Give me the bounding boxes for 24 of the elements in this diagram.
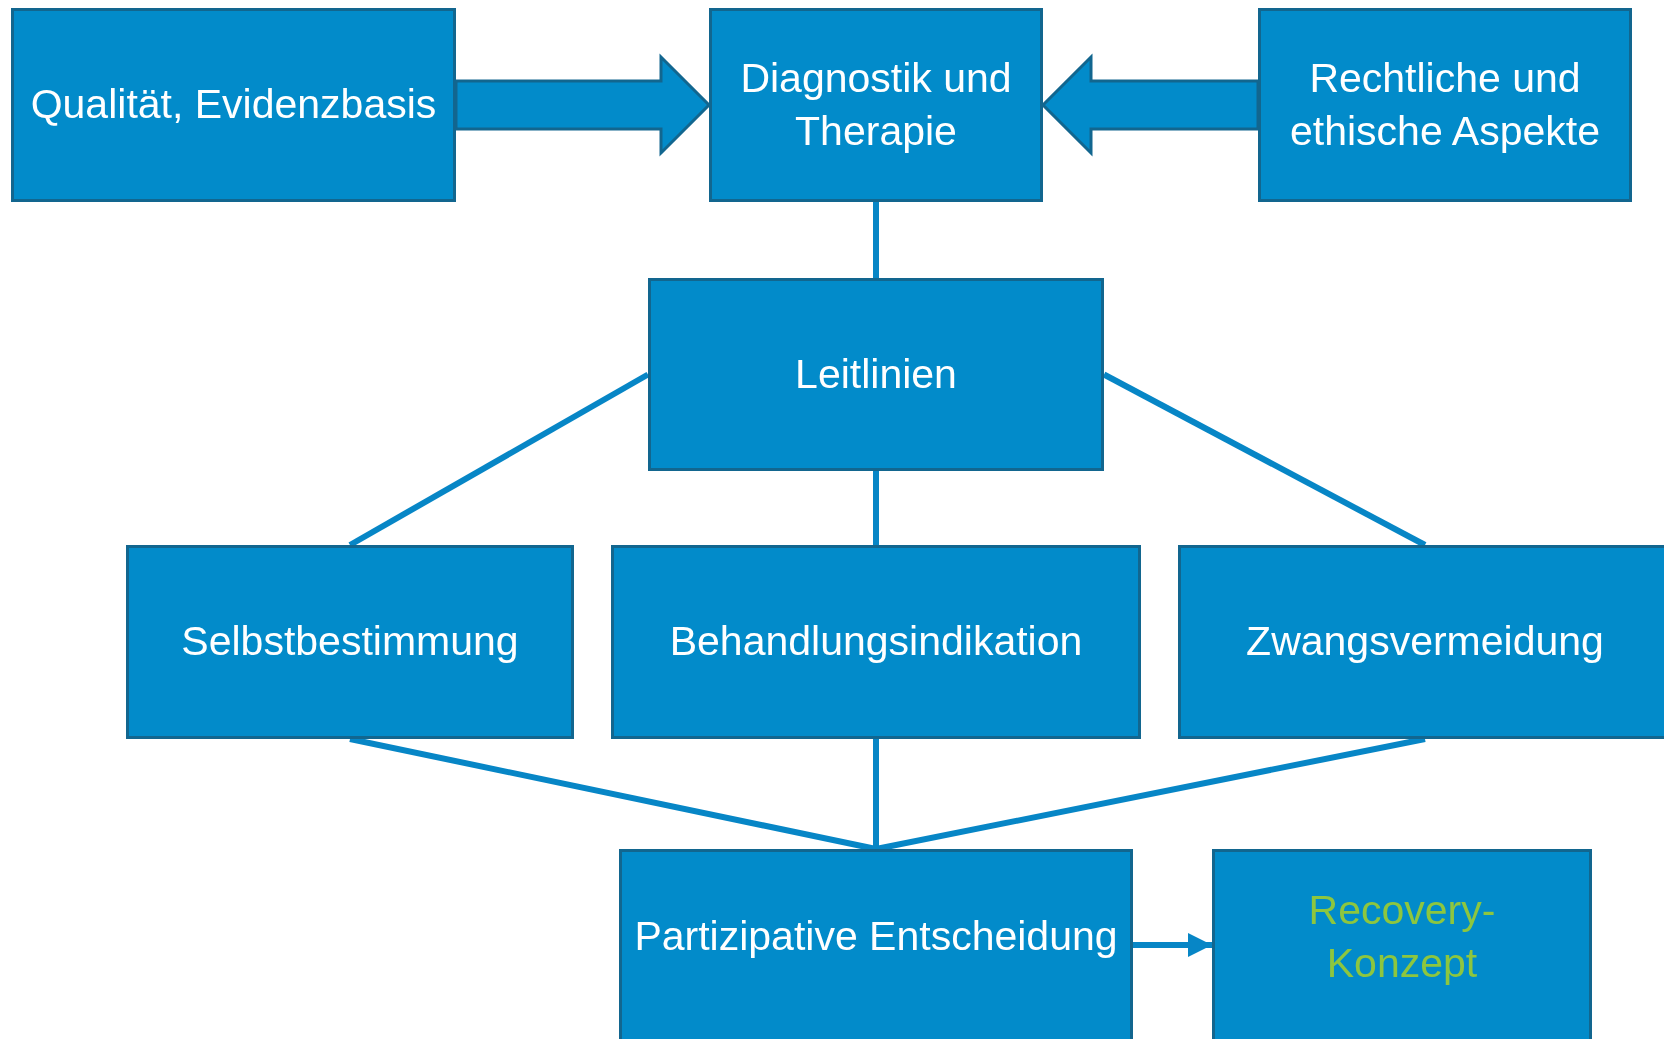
connector-line: [873, 471, 879, 545]
box-label: Zwangsvermeidung: [1246, 617, 1604, 667]
arrow: [1133, 933, 1212, 957]
box-label: Selbstbestimmung: [181, 617, 519, 667]
process-box: [1258, 8, 1632, 202]
connector-line: [873, 202, 879, 278]
box-label: Recovery-Konzept: [1307, 885, 1497, 988]
box-label: Qualität, Evidenzbasis: [30, 80, 437, 130]
block-arrow: [1040, 53, 1260, 157]
process-box: [1212, 849, 1592, 1039]
connector-line: [873, 739, 879, 849]
block-arrow: [454, 53, 712, 157]
process-box: [11, 8, 456, 202]
process-box: [126, 545, 574, 739]
process-box: [611, 545, 1141, 739]
box-label: Partizipative Entscheidung: [634, 912, 1118, 962]
process-box: [648, 278, 1104, 471]
box-label: Behandlungsindikation: [669, 617, 1083, 667]
box-label: Diagnostik und Therapie: [739, 53, 1013, 156]
box-label: Leitlinien: [795, 349, 957, 399]
process-box: [1178, 545, 1664, 739]
box-label: Rechtliche und ethische Aspekte: [1289, 53, 1601, 156]
process-box: [709, 8, 1043, 202]
process-box: [619, 849, 1133, 1039]
